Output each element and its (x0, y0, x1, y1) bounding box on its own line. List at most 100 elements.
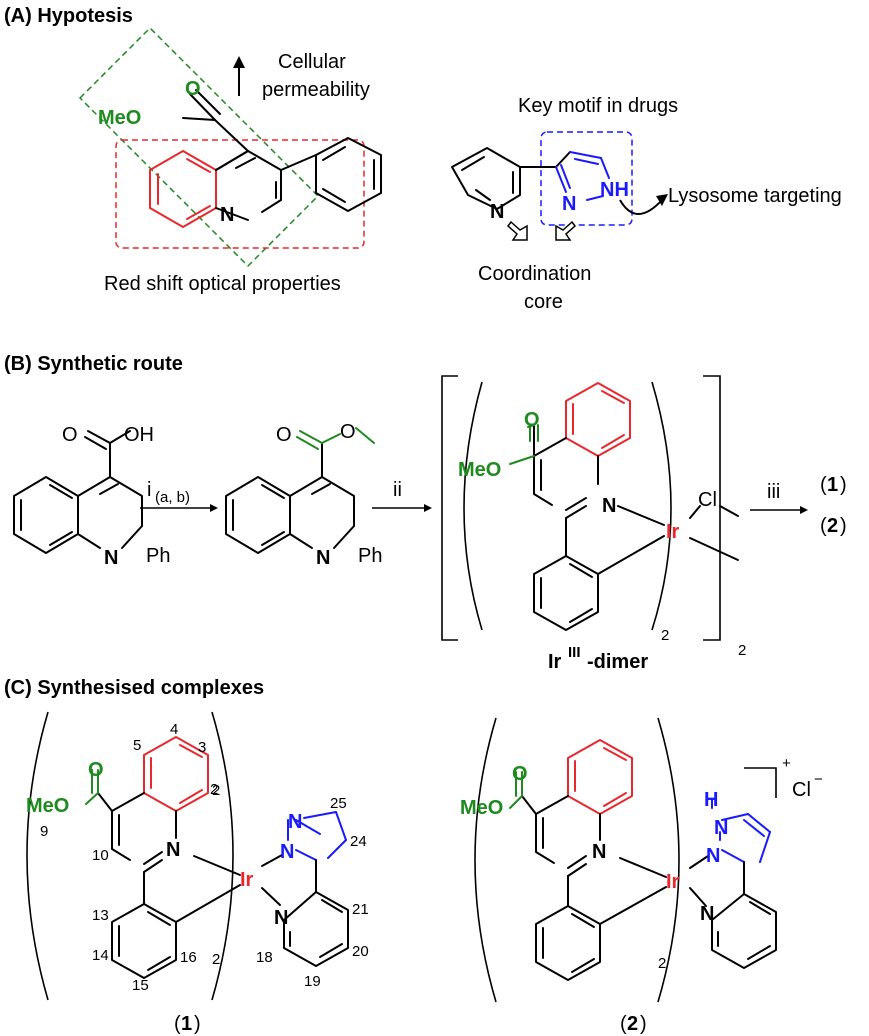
coordination-label: Coordination (478, 263, 591, 285)
complex-1-caption-close: ) (194, 1013, 201, 1035)
starting-acid-structure (13, 430, 143, 554)
permeability-arrowhead (233, 56, 245, 68)
product-1-close: ) (840, 474, 847, 496)
acid-oh-label: OH (124, 424, 154, 446)
product-2-close: ) (840, 515, 847, 537)
complex-2-h-label: H (704, 789, 718, 811)
acid-o-label: O (62, 424, 78, 446)
pyrazole-nh-label: NH (600, 179, 629, 201)
atom-number-24: 24 (350, 833, 367, 850)
complex-1-inner-subscript: 2 (212, 951, 220, 968)
arrowhead-step-ii (424, 504, 432, 512)
complex-2-ir: Ir (666, 871, 680, 893)
atom-number-16: 16 (180, 949, 197, 966)
step-i-label: i (147, 479, 151, 501)
ester-carbonyl-o-label: O (276, 424, 292, 446)
dimer-meo-label: MeO (458, 459, 501, 481)
atom-number-5: 5 (133, 737, 141, 754)
dimer-caption-ir: Ir (548, 651, 562, 673)
product-1-label: 1 (827, 474, 838, 496)
complex-2-structure (474, 717, 777, 1003)
step-i-subscript: (a, b) (155, 489, 190, 506)
complex-1-pyrazole-n2: N (280, 841, 294, 863)
complex-1-structure (26, 711, 349, 1001)
atom-number-21: 21 (352, 901, 369, 918)
complex-2-pyridine-n: N (700, 903, 714, 925)
lysosome-arrowhead (656, 194, 668, 206)
atom-number-4: 4 (170, 721, 178, 738)
atom-number-18: 18 (256, 949, 273, 966)
product-2-label: 2 (827, 515, 838, 537)
atom-number-15: 15 (132, 977, 149, 994)
complex-1-pyridine-n: N (274, 907, 288, 929)
pyridyl-pyrazole-structure (451, 131, 633, 226)
complex-1-meo-label: MeO (26, 795, 69, 817)
complex-2-pyrazole-n1: N (714, 817, 728, 839)
hypothesis-quinoline-structure (78, 26, 382, 268)
ester-n-label: N (316, 547, 330, 569)
cellular-label: Cellular (278, 51, 346, 73)
complex-1-quinoline-n: N (166, 839, 180, 861)
complex-2-chloride: Cl (792, 779, 811, 801)
dimer-cl-label: Cl (698, 489, 717, 511)
dimer-caption-oxidation: III (568, 644, 581, 661)
ester-o-label: O (340, 421, 356, 443)
dimer-ir-label: Ir (666, 521, 680, 543)
atom-number-10: 10 (92, 847, 109, 864)
key-motif-label: Key motif in drugs (518, 95, 678, 117)
complex-1-ir: Ir (240, 869, 254, 891)
complex-1-caption-open: ( (174, 1013, 181, 1035)
product-2-open: ( (820, 515, 827, 537)
atom-number-25: 25 (330, 795, 347, 812)
complex-1-pyrazole-n1: N (288, 811, 302, 833)
quinoline-n-label: N (220, 204, 234, 226)
acid-n-label: N (104, 547, 118, 569)
dimer-outer-subscript: 2 (738, 642, 746, 659)
red-shift-label: Red shift optical properties (104, 273, 341, 295)
lysosome-label: Lysosome targeting (668, 185, 842, 207)
atom-number-19: 19 (304, 973, 321, 990)
section-b-title: (B) Synthetic route (4, 353, 183, 375)
complex-2-meo-label: MeO (460, 797, 503, 819)
atom-number-2: 2 (210, 781, 218, 798)
step-ii-label: ii (393, 479, 402, 501)
methyl-ester-structure (225, 427, 375, 554)
arrowhead-step-i (210, 504, 218, 512)
complex-2-caption: 2 (627, 1013, 638, 1035)
atom-number-13: 13 (92, 907, 109, 924)
complex-2-positive-charge: + (782, 755, 791, 772)
lysosome-arrow (619, 199, 663, 215)
arrowhead-step-iii (800, 506, 808, 514)
complex-1-sub-2: 2 (212, 782, 220, 799)
atom-number-20: 20 (352, 943, 369, 960)
atom-number-14: 14 (92, 947, 109, 964)
step-iii-label: iii (767, 481, 780, 503)
atom-number-3: 3 (198, 739, 206, 756)
pyrazole-n-label: N (562, 193, 576, 215)
dimer-n-label: N (602, 495, 616, 517)
complex-2-quinoline-n: N (592, 841, 606, 863)
ester-ph-label: Ph (358, 545, 382, 567)
complex-2-subscript: 2 (658, 955, 666, 972)
carbonyl-o-label: O (185, 78, 201, 100)
complex-2-pyrazole-n2: N (706, 845, 720, 867)
complex-1-caption: 1 (181, 1013, 192, 1035)
section-a-title: (A) Hypotesis (4, 5, 133, 27)
permeability-label: permeability (262, 79, 370, 101)
complex-2-o-label: O (512, 763, 528, 785)
atom-number-9: 9 (40, 823, 48, 840)
product-1-open: ( (820, 474, 827, 496)
complex-2-caption-open: ( (620, 1013, 627, 1035)
dimer-o-label: O (524, 409, 540, 431)
section-c-title: (C) Synthesised complexes (4, 677, 264, 699)
complex-2-chloride-charge: − (814, 771, 823, 788)
acid-ph-label: Ph (146, 545, 170, 567)
coordination-arrows (506, 220, 577, 241)
dimer-caption-rest: -dimer (587, 651, 648, 673)
core-label: core (524, 291, 563, 313)
pyridine-n-label: N (490, 201, 504, 223)
complex-1-o-label: O (88, 759, 104, 781)
complex-2-caption-close: ) (640, 1013, 647, 1035)
dimer-inner-subscript: 2 (661, 627, 669, 644)
